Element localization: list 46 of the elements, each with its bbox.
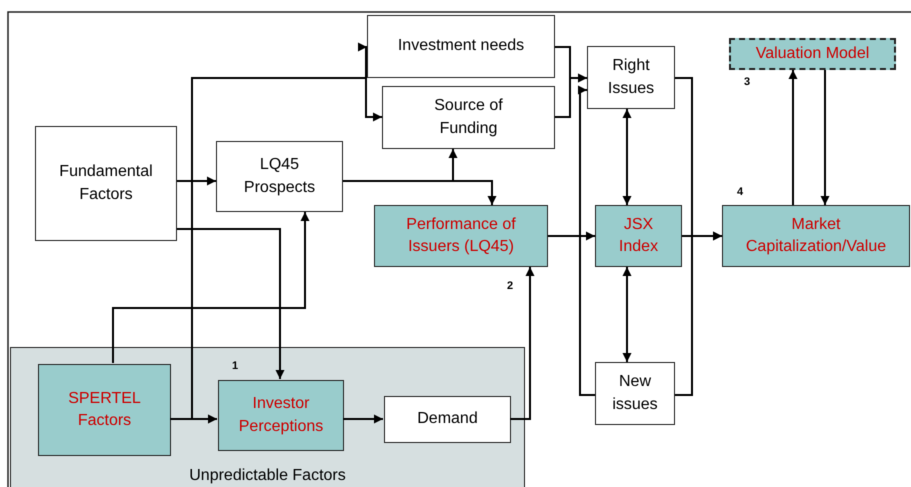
arrow [555,74,587,118]
process-box [216,141,343,212]
node-label: Right Issues [606,56,656,98]
callout-number: 2 [507,280,514,292]
process-box [218,380,344,451]
callout-number: 4 [737,186,744,198]
dashed-box [729,38,896,70]
arrow [820,70,830,205]
node-label: Investment needs [398,36,524,56]
arrow [343,414,383,424]
node-label: Performance of Issuers (LQ45) [405,214,517,257]
process-box [587,46,675,109]
node-label: Unpredictable Factors [188,466,347,486]
node-label: Market Capitalization/Value [744,214,888,257]
node-label: Fundamental Factors [58,162,154,204]
arrow [578,86,595,396]
process-box [382,86,555,149]
arrow [343,180,496,205]
node-label: JSX Index [618,214,660,257]
node-label: Source of Funding [433,96,504,138]
process-box [38,364,171,456]
process-box [595,362,675,425]
process-box [374,205,548,267]
arrow [675,232,722,396]
node-label: Valuation Model [756,44,870,64]
arrow [788,70,798,205]
arrow [510,267,534,420]
group-panel [10,347,525,487]
process-box [367,15,555,78]
arrow [177,228,284,379]
node-label: Demand [417,409,478,430]
node-label: SPERTEL Factors [67,388,142,431]
process-box [35,126,177,241]
process-box [595,205,682,267]
arrow [112,212,310,363]
arrow [622,109,632,205]
arrow [177,180,217,424]
callout-number: 1 [232,360,238,372]
process-box [384,396,511,443]
node-label: Investor Perceptions [238,394,324,436]
arrow [548,232,595,240]
callout-number: 3 [744,76,750,88]
process-box [722,205,910,267]
node-label: New issues [611,372,659,414]
arrow [622,267,632,362]
node-label: LQ45 Prospects [242,155,316,198]
